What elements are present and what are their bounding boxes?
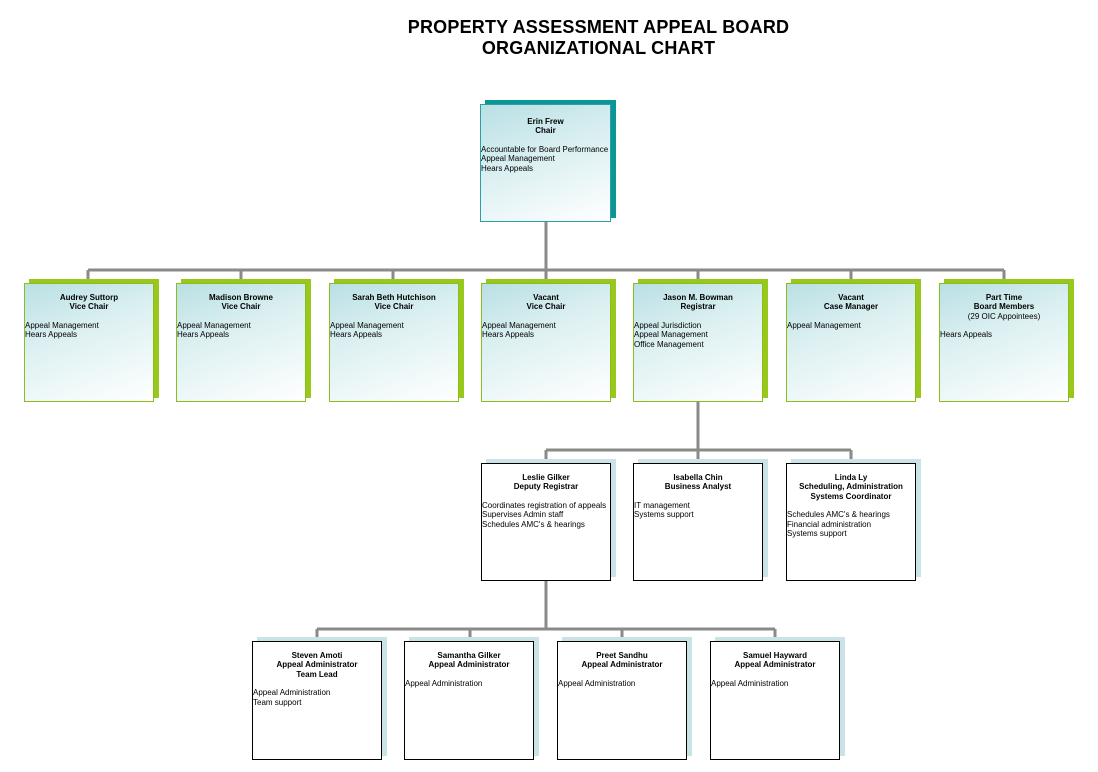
position-title: Appeal Administrator [428, 660, 510, 670]
person-name: Part Time [985, 293, 1023, 302]
duty-item: Appeal Management [330, 320, 404, 330]
person-name: Steven Amoti [291, 651, 343, 660]
position-title: Appeal Administrator [276, 660, 358, 670]
duty-item: Appeal Management [481, 154, 555, 164]
duty-item: Hears Appeals [940, 330, 993, 340]
person-name: Isabella Chin [673, 473, 723, 482]
duties-list: Appeal Administration [711, 679, 839, 688]
duties-list: Appeal Management [787, 321, 915, 330]
duty-item: Appeal Administration [558, 678, 636, 688]
duty-item: Systems support [634, 510, 694, 520]
chart-title-line-2: ORGANIZATIONAL CHART [481, 38, 716, 58]
duty-item: Hears Appeals [482, 330, 535, 340]
person-name: Leslie Gilker [522, 473, 570, 482]
position-title: Deputy Registrar [513, 482, 579, 492]
person-name: Samuel Hayward [742, 651, 808, 660]
duty-item: Financial administration [787, 519, 872, 529]
duty-item: Schedules AMC's & hearings [482, 519, 585, 529]
duty-item: Office Management [634, 339, 704, 349]
duty-item: Appeal Management [482, 320, 556, 330]
duty-item: Appeal Management [787, 320, 861, 330]
duty-item: Appeal Management [634, 330, 708, 340]
duty-item: Accountable for Board Performance [481, 144, 609, 154]
position-title-line-2: Systems Coordinator [810, 491, 892, 501]
duty-item: Schedules AMC's & hearings [787, 510, 890, 520]
duty-item: Team support [253, 697, 302, 707]
person-name: Sarah Beth Hutchison [352, 293, 436, 302]
duty-item: Appeal Administration [405, 678, 483, 688]
duty-item: Appeal Jurisdiction [634, 320, 702, 330]
duty-item: Hears Appeals [330, 330, 383, 340]
duty-item: Hears Appeals [25, 330, 78, 340]
position-title: Registrar [680, 302, 716, 312]
duty-item: Appeal Management [177, 320, 251, 330]
duties-list: Hears Appeals [940, 330, 1068, 339]
duty-item: Hears Appeals [481, 163, 534, 173]
position-title: Chair [535, 126, 556, 136]
position-title: Business Analyst [664, 482, 732, 492]
duty-item: Systems support [787, 529, 847, 539]
person-name: Erin Frew [527, 117, 564, 126]
chart-title-line-1: PROPERTY ASSESSMENT APPEAL BOARD [407, 17, 790, 37]
person-name: Audrey Suttorp [59, 293, 119, 302]
person-name: Jason M. Bowman [663, 293, 733, 302]
position-title: Scheduling, Administration [799, 482, 903, 492]
position-note: (29 OIC Appointees) [967, 311, 1041, 321]
duty-item: Supervises Admin staff [482, 510, 564, 520]
position-title: Appeal Administrator [581, 660, 663, 670]
duty-item: Appeal Administration [711, 678, 789, 688]
position-title: Vice Chair [526, 302, 566, 312]
person-name: Vacant [838, 293, 864, 302]
person-name: Preet Sandhu [596, 651, 648, 660]
position-title: Vice Chair [374, 302, 414, 312]
person-name: Madison Browne [208, 293, 273, 302]
position-title: Appeal Administrator [734, 660, 816, 670]
person-name: Linda Ly [834, 473, 868, 482]
person-name: Vacant [533, 293, 559, 302]
duty-item: Appeal Administration [253, 688, 331, 698]
position-title: Vice Chair [221, 302, 261, 312]
duty-item: IT management [634, 500, 690, 510]
duty-item: Hears Appeals [177, 330, 230, 340]
duty-item: Coordinates registration of appeals [482, 500, 607, 510]
position-title-line-2: Team Lead [296, 669, 338, 679]
duties-list: Appeal Administration [558, 679, 686, 688]
position-title: Case Manager [823, 302, 879, 312]
position-title: Vice Chair [69, 302, 109, 312]
person-name: Samantha Gilker [437, 651, 501, 660]
duties-list: Appeal Administration [405, 679, 533, 688]
duty-item: Appeal Management [25, 320, 99, 330]
position-title: Board Members [973, 302, 1035, 312]
